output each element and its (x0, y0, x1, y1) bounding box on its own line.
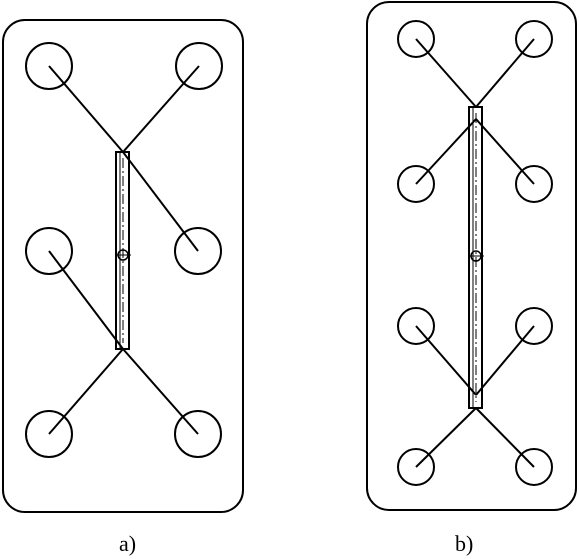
hole-b-row2-left (397, 165, 435, 203)
spoke-b-row1-left (415, 38, 477, 108)
hole-a-bottom-right (174, 410, 222, 458)
hole-b-row1-left (397, 20, 435, 58)
panel-a (2, 19, 244, 513)
spoke-b-row2-right (475, 118, 535, 185)
spoke-b-row4-left (415, 407, 477, 468)
spoke-a-top-right (122, 65, 200, 153)
hole-b-row3-left (397, 307, 435, 345)
spoke-a-bottom-right (122, 348, 199, 435)
spoke-a-mid-left (48, 250, 124, 350)
spoke-b-row3-right (475, 325, 535, 396)
spoke-b-row1-right (475, 38, 535, 108)
hole-a-top-right (175, 42, 223, 90)
hole-b-row1-right (515, 20, 553, 58)
hole-a-top-left (25, 42, 73, 90)
hole-a-mid-right (174, 227, 222, 275)
hole-a-mid-left (25, 227, 73, 275)
hole-b-row4-left (397, 448, 435, 486)
plate-outline-b (366, 1, 577, 511)
caption-b: b) (455, 531, 474, 556)
hole-b-row3-right (515, 307, 553, 345)
spoke-b-row4-right (475, 407, 535, 468)
spoke-a-mid-right (122, 151, 199, 252)
spoke-a-bottom-left (48, 348, 124, 435)
spoke-a-top-left (48, 65, 124, 153)
caption-a: a) (119, 531, 137, 556)
panel-b (366, 1, 577, 511)
spoke-b-row3-left (415, 325, 477, 396)
spoke-b-row2-left (415, 118, 477, 185)
hole-b-row2-right (515, 165, 553, 203)
plate-outline-a (2, 19, 244, 513)
hole-b-row4-right (515, 448, 553, 486)
hole-a-bottom-left (25, 410, 73, 458)
